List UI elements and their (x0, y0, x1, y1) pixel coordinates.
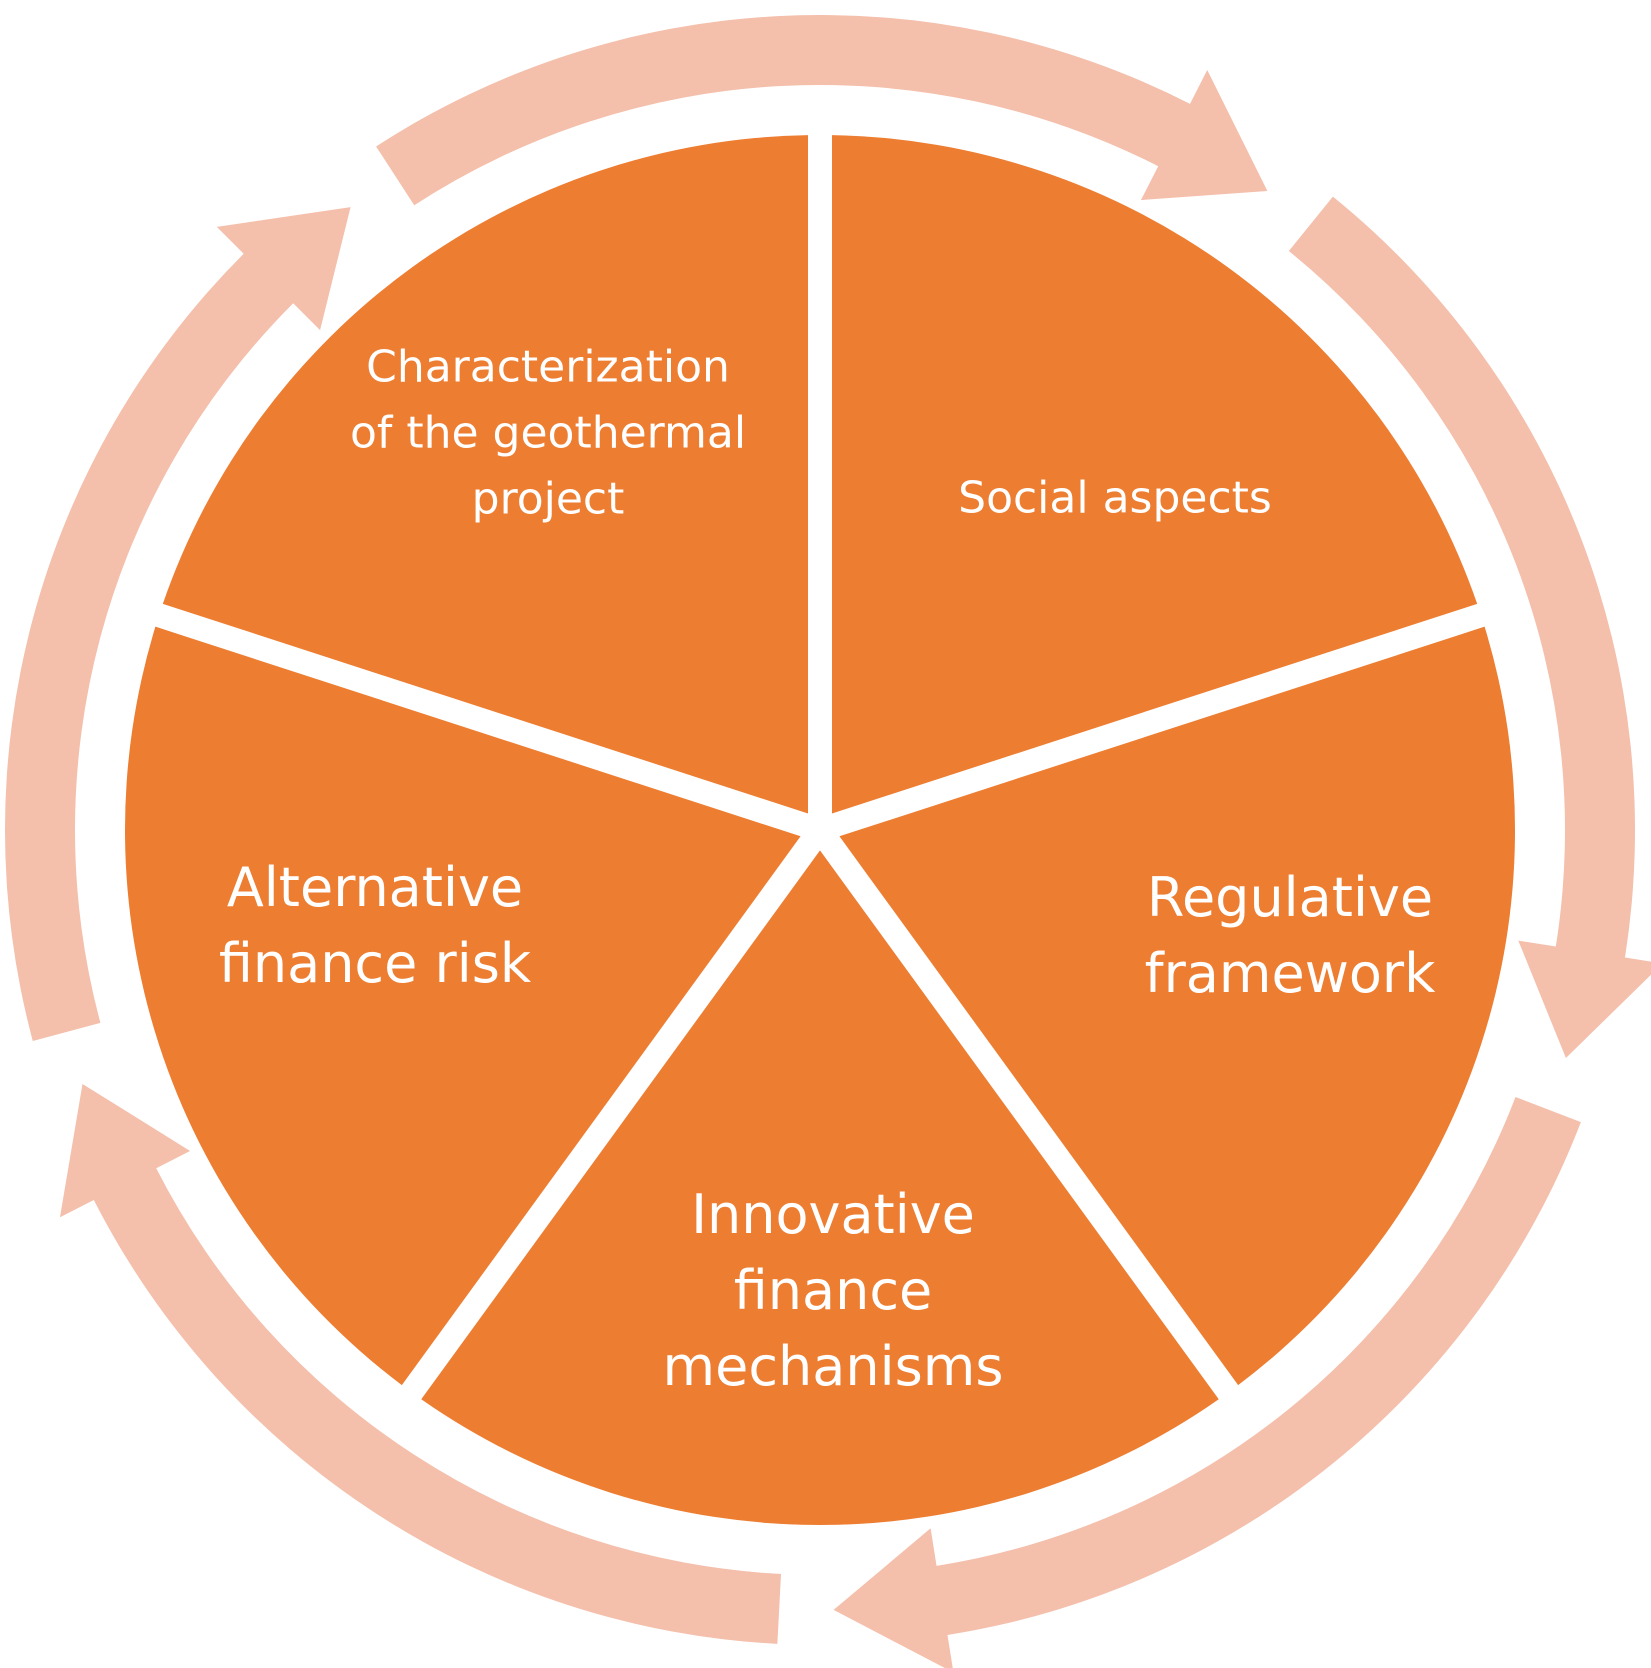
segment-label-line: Regulative (1147, 866, 1433, 929)
segment-social (831, 135, 1478, 814)
segment-label-regulative: Regulative framework (1145, 866, 1437, 1005)
segment-label-line: Innovative (691, 1183, 975, 1246)
segment-label-characterization: Characterization of the geothermal project (350, 341, 746, 524)
segment-label-line: of the geothermal (350, 407, 746, 458)
segment-labels: Characterization of the geothermal project… (219, 341, 1436, 1398)
segment-label-innovative: Innovative finance mechanisms (663, 1183, 1004, 1398)
pie-segments (124, 135, 1515, 1525)
cycle-arrow-5 (5, 207, 351, 1041)
segment-label-line: mechanisms (663, 1335, 1004, 1398)
segment-label-line: Social aspects (958, 472, 1272, 523)
cycle-arrow-3 (833, 1096, 1581, 1668)
cycle-arrow-ring (5, 15, 1651, 1668)
segment-label-alternative: Alternative finance risk (219, 856, 532, 995)
cycle-arrow-2 (1288, 196, 1651, 1059)
segment-alternative (124, 626, 801, 1386)
segment-label-line: project (472, 473, 625, 524)
segment-characterization (162, 135, 809, 814)
segment-label-social: Social aspects (958, 472, 1272, 523)
segment-regulative (839, 626, 1515, 1386)
segment-label-line: Characterization (366, 341, 730, 392)
segment-label-line: framework (1145, 942, 1437, 1005)
cycle-arrow-4 (59, 1083, 782, 1644)
segment-innovative (421, 850, 1219, 1525)
cycle-arrow-1 (376, 15, 1268, 206)
segment-label-line: finance (734, 1259, 932, 1322)
segment-label-line: finance risk (219, 932, 532, 995)
segment-label-line: Alternative (227, 856, 523, 919)
